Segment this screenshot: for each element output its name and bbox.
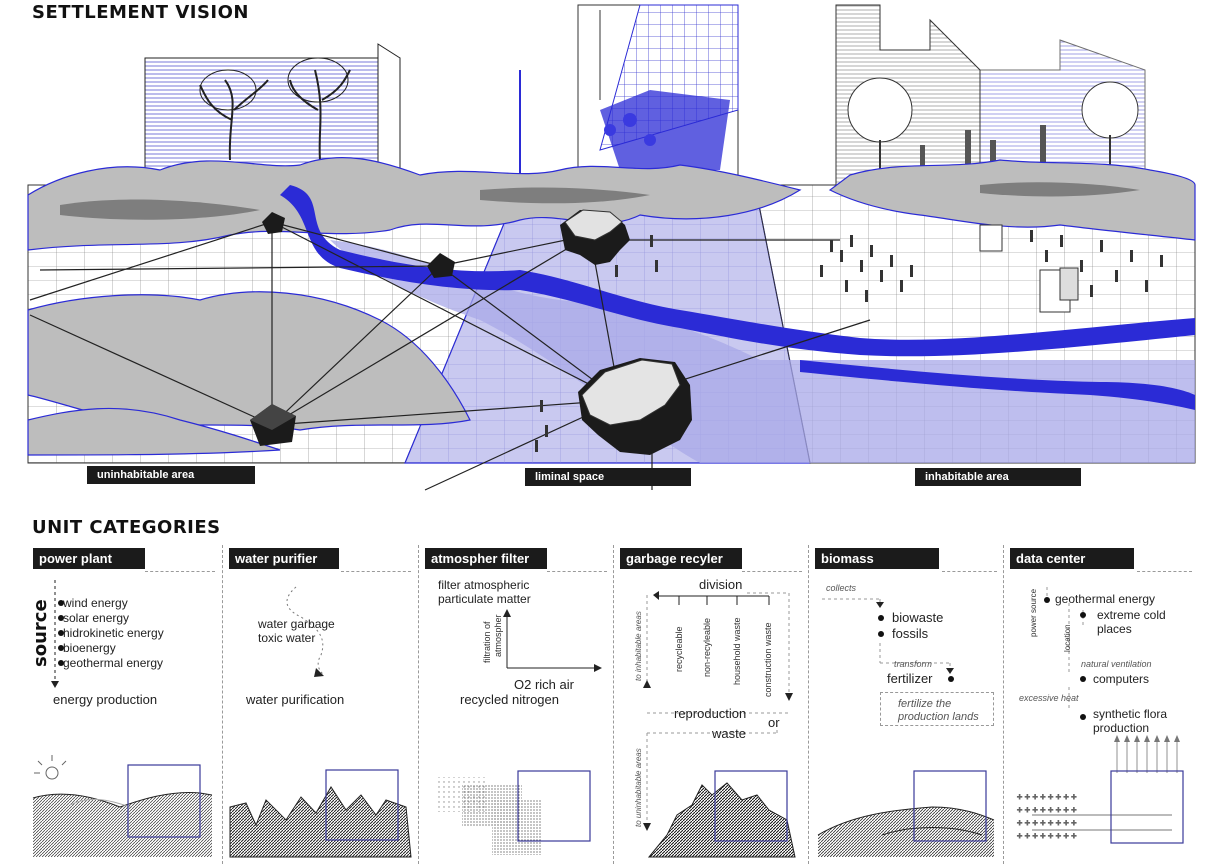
source-item: geothermal energy [63, 656, 164, 670]
small-unit-3 [250, 404, 296, 446]
unit-title: water purifier [229, 548, 339, 569]
unit-title: power plant [33, 548, 145, 569]
unit-biomass: biomass collects biowaste fossils transf… [812, 545, 1002, 864]
panel-divider [418, 545, 419, 864]
settlement-scene [27, 4, 1196, 491]
source-item: hidrokinetic energy [63, 626, 164, 640]
city-blocks [979, 224, 1079, 313]
transform-label: transform [894, 659, 933, 669]
unit-title: garbage recyler [620, 548, 742, 569]
fertilize-note: production lands [898, 711, 979, 723]
large-unit-top [560, 209, 630, 265]
dc-flora: production [1093, 721, 1150, 735]
unit-data-center: data center + + + + + + + + + + + + + + … [1007, 545, 1197, 864]
dc-location: extreme cold [1097, 608, 1166, 622]
power-output: energy production [53, 692, 158, 707]
reproduction-label: reproduction [674, 706, 747, 721]
unit-garbage-recycler: garbage recyler division recycleable non… [617, 545, 807, 864]
svg-text:+ + + + + + + +: + + + + + + + + [1017, 805, 1077, 815]
atmo-output: recycled nitrogen [460, 692, 559, 707]
unit-power-plant: power plant source wind energy solar ene… [30, 545, 220, 864]
unit-categories-heading: UNIT CATEGORIES [32, 517, 221, 538]
atmo-axis-label: atmospher [493, 614, 503, 657]
location-label: location [1063, 624, 1072, 652]
svg-text:+ + + + + + + +: + + + + + + + + [1017, 818, 1077, 828]
large-unit-bottom [578, 358, 692, 455]
zone-label-uninhabitable: uninhabitable area [87, 466, 255, 484]
unit-water-purifier: water purifier water garbage toxic water… [226, 545, 416, 864]
background-city-buildings [835, 4, 1146, 190]
fertilize-note: fertilize the [898, 698, 952, 710]
small-unit-2 [427, 253, 455, 278]
zone-label-liminal: liminal space [525, 468, 691, 486]
garbage-category: non-recyleable [702, 617, 712, 677]
people-crowd [535, 230, 1163, 452]
to-inhabitable-label: to inhabitable areas [634, 611, 643, 681]
small-unit-1 [262, 212, 285, 234]
dc-location: places [1097, 622, 1132, 636]
excessive-heat-label: excessive heat [1019, 693, 1079, 703]
dc-flora: synthetic flora [1093, 707, 1168, 721]
atmo-axis-label: filtration of [482, 621, 492, 663]
panel-divider [222, 545, 223, 864]
atmo-output: O2 rich air [514, 677, 574, 692]
dc-energy: geothermal energy [1055, 592, 1156, 606]
collects-label: collects [826, 583, 857, 593]
dc-computers: computers [1093, 672, 1150, 686]
atmo-input: particulate matter [438, 592, 531, 606]
panel-divider [808, 545, 809, 864]
unit-title: data center [1010, 548, 1134, 569]
water-input: toxic water [258, 631, 316, 645]
water-output: water purification [246, 692, 345, 707]
terrain-mountains [27, 156, 1196, 456]
garbage-category: recycleable [674, 626, 684, 672]
atmo-input: filter atmospheric [438, 578, 530, 592]
division-label: division [699, 577, 743, 592]
water-input: water garbage [258, 617, 335, 631]
zone-label-inhabitable: inhabitable area [915, 468, 1081, 486]
power-source-label: power source [1029, 588, 1038, 637]
unit-title: atmospher filter [425, 548, 547, 569]
settlement-vision-heading: SETTLEMENT VISION [32, 2, 249, 23]
unit-atmosphere-filter: atmospher filter filter atmospheric part… [422, 545, 612, 864]
water-spread [330, 240, 1195, 463]
garbage-category: construction waste [763, 622, 773, 697]
or-label: or [768, 715, 780, 730]
svg-text:+ + + + + + + +: + + + + + + + + [1017, 831, 1077, 841]
source-item: bioenergy [63, 641, 116, 655]
river [280, 185, 1195, 357]
unit-title: biomass [815, 548, 939, 569]
fertilize-note-box [880, 692, 994, 726]
biomass-item: fossils [892, 626, 929, 641]
waste-label: waste [712, 726, 746, 741]
fertilizer-label: fertilizer [887, 671, 933, 686]
panel-divider [1003, 545, 1004, 864]
biomass-item: biowaste [892, 610, 944, 625]
background-glass-building [577, 4, 739, 184]
source-item: solar energy [63, 611, 130, 625]
garbage-category: household waste [732, 617, 742, 685]
source-item: wind energy [63, 596, 128, 610]
natural-ventilation-label: natural ventilation [1081, 659, 1152, 669]
to-uninhabitable-label: to uninhabitable areas [634, 748, 643, 827]
panel-divider [613, 545, 614, 864]
svg-text:+ + + + + + + +: + + + + + + + + [1017, 792, 1077, 802]
